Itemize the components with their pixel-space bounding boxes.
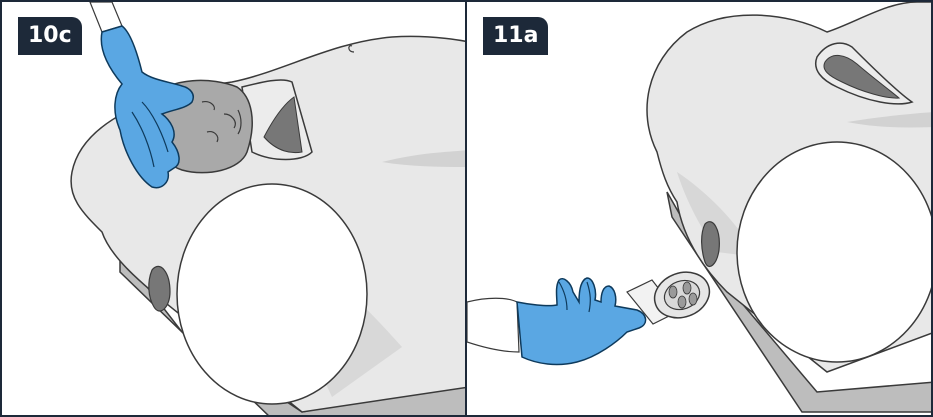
neck-cavity bbox=[823, 55, 901, 99]
torso-shading bbox=[847, 112, 931, 128]
step-label: 10c bbox=[18, 17, 82, 55]
side-port bbox=[701, 221, 720, 267]
panel-step-10c: 10c bbox=[0, 0, 467, 417]
gloved-hand-icon bbox=[467, 277, 647, 366]
panel-step-11a: 11a bbox=[465, 0, 933, 417]
gloved-hand-icon bbox=[89, 2, 194, 189]
chest-plate bbox=[736, 141, 931, 363]
neck-cavity bbox=[263, 96, 303, 154]
step-label: 11a bbox=[483, 17, 549, 55]
torso-shading-lower bbox=[677, 172, 757, 257]
manikin-face-removal-illustration bbox=[70, 2, 465, 415]
chest-plate bbox=[176, 183, 368, 405]
valve-icon bbox=[626, 271, 711, 325]
torso-shading bbox=[382, 150, 465, 167]
manikin-valve-illustration bbox=[467, 2, 931, 413]
side-port bbox=[148, 265, 171, 312]
chest-mark bbox=[348, 45, 355, 53]
